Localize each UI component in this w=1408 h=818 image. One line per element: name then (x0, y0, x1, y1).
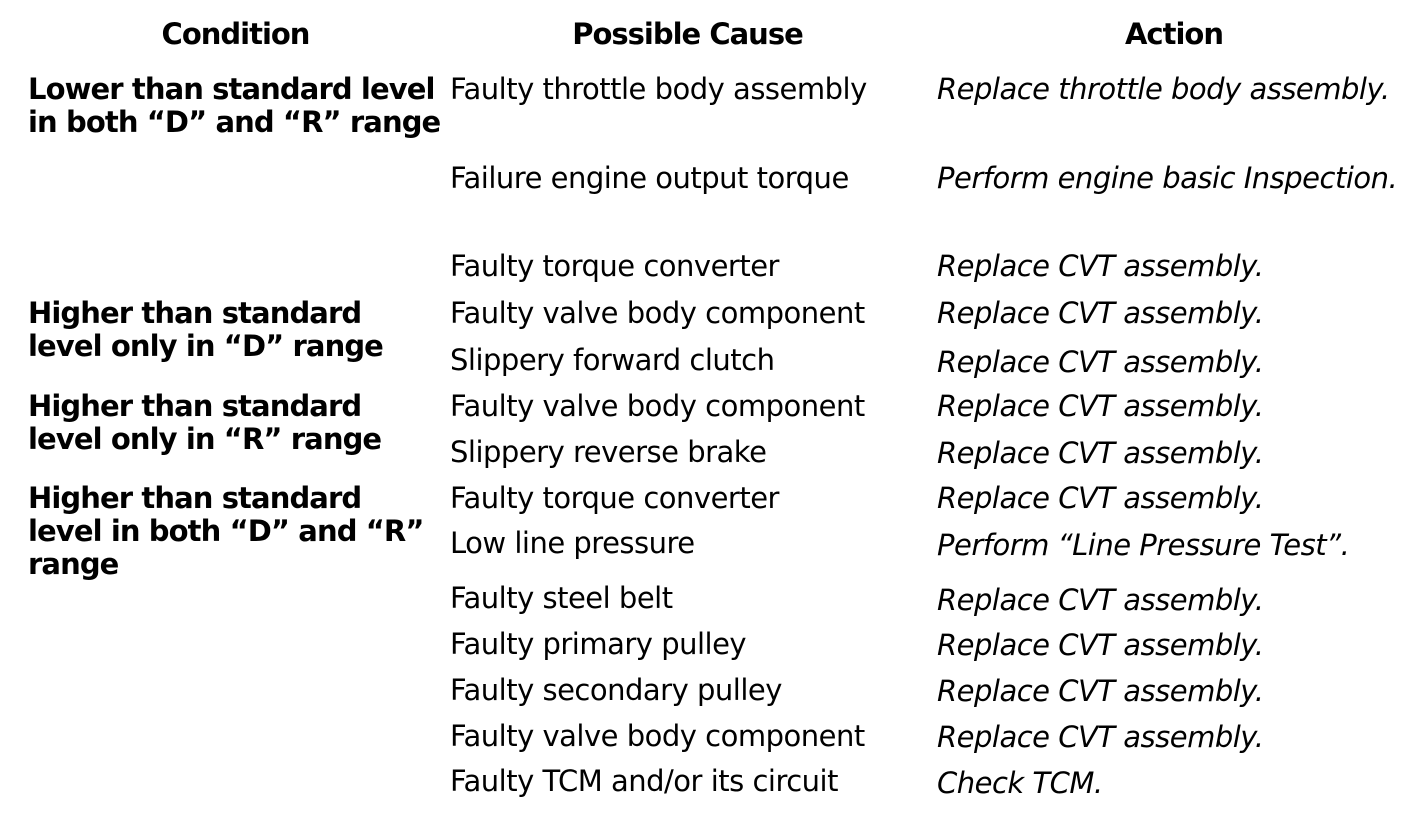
action-cell: Replace CVT assembly. (937, 345, 1264, 379)
condition-line: level only in “R” range (28, 422, 382, 456)
action-cell: Replace CVT assembly. (937, 628, 1264, 662)
cause-cell: Faulty torque converter (450, 481, 779, 515)
cause-cell: Faulty valve body component (450, 389, 865, 423)
cause-cell: Faulty steel belt (450, 581, 673, 615)
action-cell: Replace CVT assembly. (937, 481, 1264, 515)
cause-cell: Faulty secondary pulley (450, 673, 782, 707)
action-cell: Replace CVT assembly. (937, 720, 1264, 754)
action-cell: Replace CVT assembly. (937, 389, 1264, 423)
column-header-possible-cause: Possible Cause (572, 17, 804, 51)
cause-cell: Faulty valve body component (450, 719, 865, 753)
condition-cell: Higher than standard level only in “D” r… (28, 297, 458, 363)
condition-cell: Higher than standard level only in “R” r… (28, 390, 458, 456)
column-header-condition: Condition (161, 17, 311, 51)
cause-cell: Faulty TCM and/or its circuit (450, 764, 839, 798)
action-cell: Replace CVT assembly. (937, 249, 1264, 283)
condition-cell: Higher than standard level in both “D” a… (28, 482, 458, 581)
condition-line: level only in “D” range (28, 329, 384, 363)
condition-line: range (28, 547, 119, 581)
cause-cell: Slippery forward clutch (450, 343, 775, 377)
action-cell: Replace throttle body assembly. (937, 72, 1390, 106)
cause-cell: Faulty primary pulley (450, 627, 747, 661)
cause-cell: Slippery reverse brake (450, 435, 767, 469)
condition-line: in both “D” and “R” range (28, 105, 441, 139)
condition-cell: Lower than standard level in both “D” an… (28, 73, 458, 139)
condition-line: Higher than standard (28, 481, 362, 515)
condition-line: Higher than standard (28, 389, 362, 423)
cause-cell: Low line pressure (450, 526, 695, 560)
action-cell: Check TCM. (937, 766, 1103, 800)
cause-cell: Faulty throttle body assembly (450, 72, 867, 106)
action-cell: Perform “Line Pressure Test”. (937, 528, 1350, 562)
column-header-action: Action (1124, 17, 1224, 51)
action-cell: Replace CVT assembly. (937, 583, 1264, 617)
action-cell: Replace CVT assembly. (937, 296, 1264, 330)
action-cell: Replace CVT assembly. (937, 436, 1264, 470)
cause-cell: Faulty torque converter (450, 249, 779, 283)
condition-line: Lower than standard level (28, 72, 435, 106)
cause-cell: Faulty valve body component (450, 296, 865, 330)
action-cell: Perform engine basic Inspection. (937, 161, 1398, 195)
cause-cell: Failure engine output torque (450, 161, 849, 195)
condition-line: level in both “D” and “R” (28, 514, 424, 548)
condition-line: Higher than standard (28, 296, 362, 330)
action-cell: Replace CVT assembly. (937, 674, 1264, 708)
